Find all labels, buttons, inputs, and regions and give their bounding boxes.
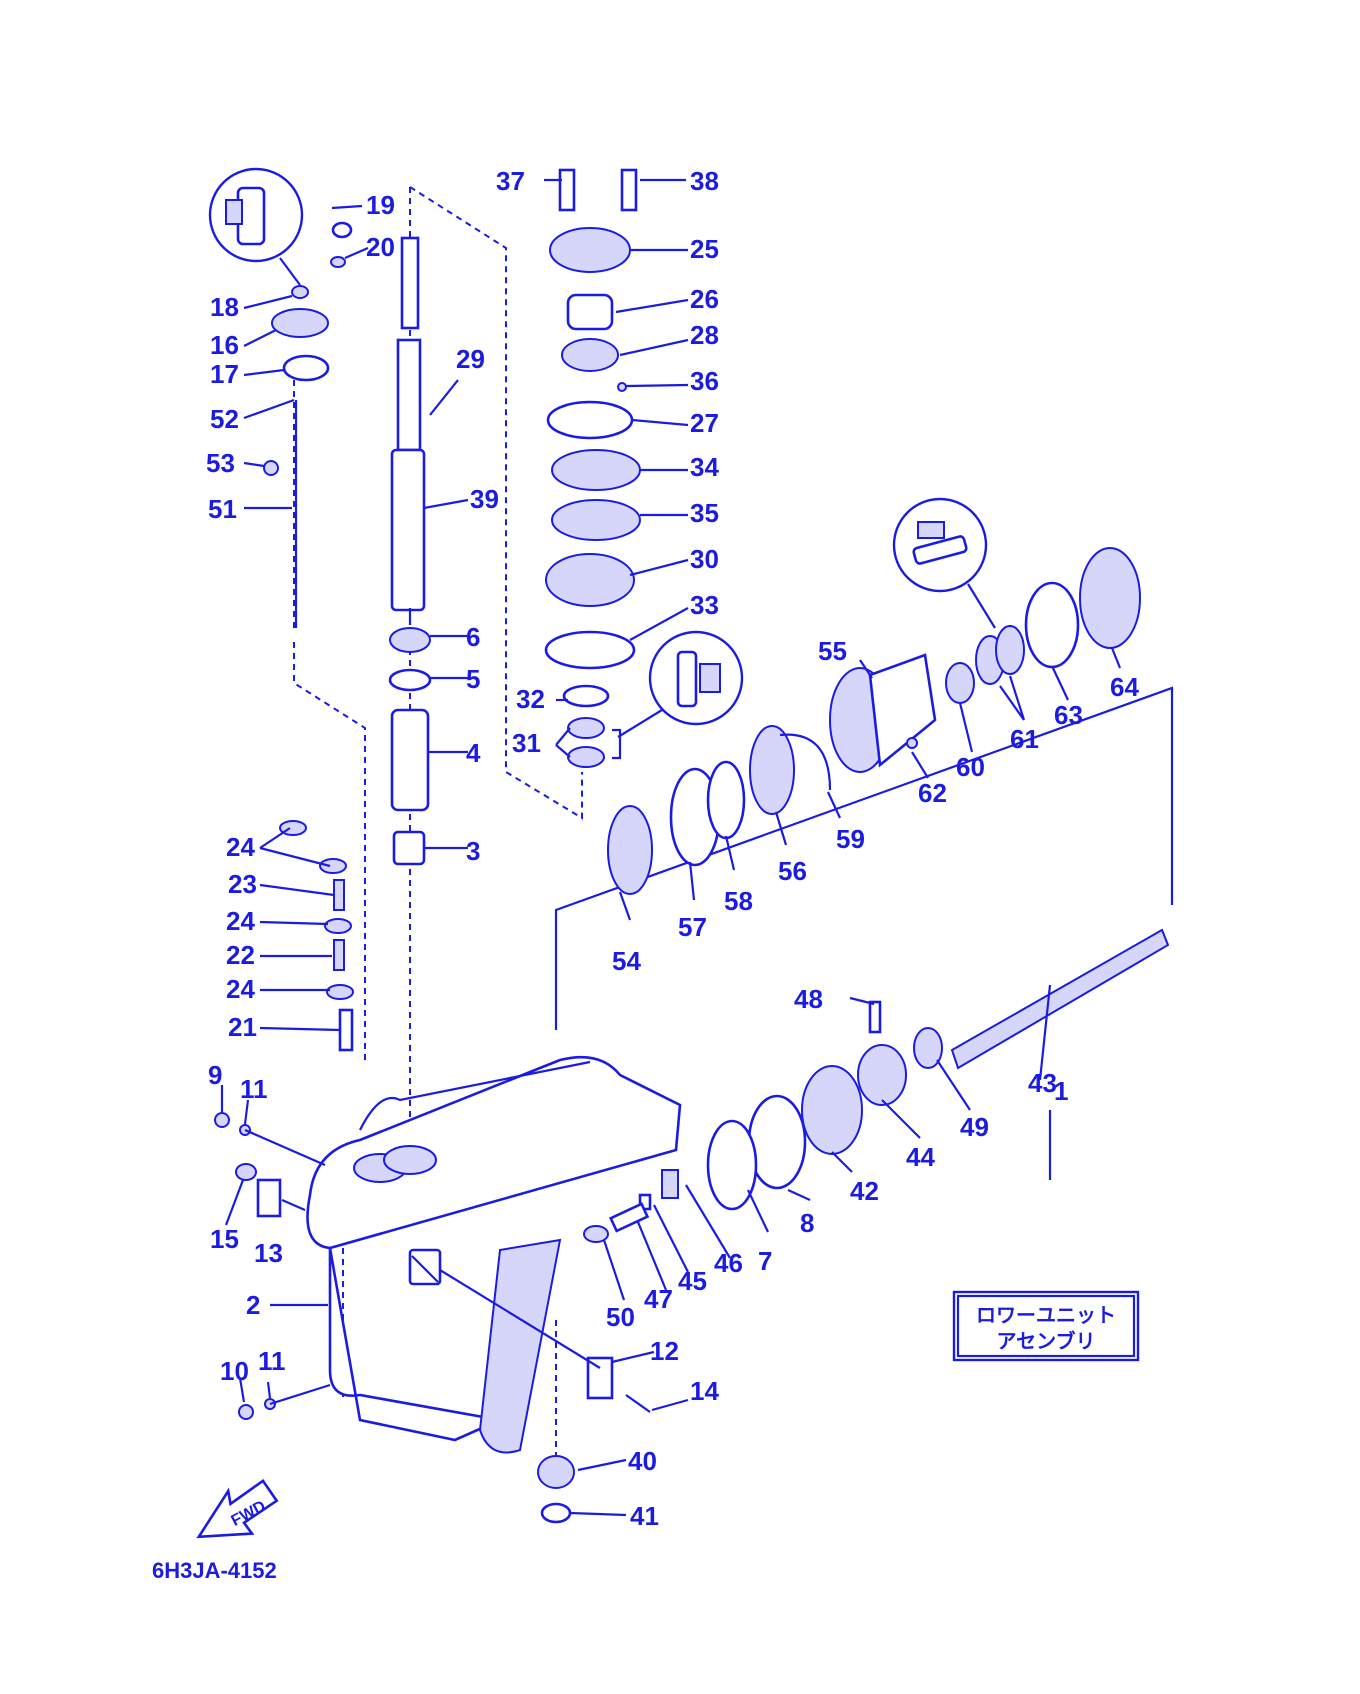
callout-64: 64: [1110, 672, 1139, 702]
grease-detail-circle-mid: [617, 630, 744, 738]
callout-43: 43: [1028, 1068, 1057, 1098]
callout-6: 6: [466, 622, 480, 652]
water-tube-parts: [279, 742, 354, 1052]
callout-42: 42: [850, 1176, 879, 1206]
callout-26: 26: [690, 284, 719, 314]
lower-fastener-parts: [214, 1112, 651, 1524]
callout-17: 17: [210, 359, 239, 389]
callout-32: 32: [516, 684, 545, 714]
callout-24-c: 24: [226, 974, 255, 1004]
propeller-shaft-parts: [583, 928, 1170, 1243]
callout-61: 61: [1010, 724, 1039, 754]
callout-36: 36: [690, 366, 719, 396]
gear-assembly-frame: [554, 686, 1174, 1030]
callout-30: 30: [690, 544, 719, 574]
callout-31: 31: [512, 728, 541, 758]
callout-44: 44: [906, 1142, 935, 1172]
callout-3: 3: [466, 836, 480, 866]
callout-labels: 1 2 3 4 5 6 7 8 9 10 11 11 12 13 14 15 1…: [206, 166, 1139, 1531]
callout-41: 41: [630, 1501, 659, 1531]
callout-19: 19: [366, 190, 395, 220]
callout-59: 59: [836, 824, 865, 854]
callout-38: 38: [690, 166, 719, 196]
callout-49: 49: [960, 1112, 989, 1142]
diagram-code: 6H3JA-4152: [152, 1558, 277, 1583]
callout-57: 57: [678, 912, 707, 942]
callout-33: 33: [690, 590, 719, 620]
callout-22: 22: [226, 940, 255, 970]
callout-51: 51: [208, 494, 237, 524]
callout-39: 39: [470, 484, 499, 514]
callout-60: 60: [956, 752, 985, 782]
callout-48: 48: [794, 984, 823, 1014]
callout-27: 27: [690, 408, 719, 438]
callout-14: 14: [690, 1376, 719, 1406]
callout-63: 63: [1054, 700, 1083, 730]
drive-shaft-39: [390, 236, 426, 625]
leader-lines: [220, 178, 1122, 1517]
callout-23: 23: [228, 869, 257, 899]
callout-1: 1: [1054, 1076, 1068, 1106]
callout-29: 29: [456, 344, 485, 374]
callout-11-lower: 11: [258, 1346, 286, 1376]
callout-40: 40: [628, 1446, 657, 1476]
callout-56: 56: [778, 856, 807, 886]
callout-62: 62: [918, 778, 947, 808]
callout-7: 7: [758, 1246, 772, 1276]
callout-47: 47: [644, 1284, 673, 1314]
fwd-arrow-icon: FWD: [196, 1479, 279, 1539]
grease-detail-circle-top-left: [208, 167, 304, 286]
callout-20: 20: [366, 232, 395, 262]
callout-25: 25: [690, 234, 719, 264]
callout-5: 5: [466, 664, 480, 694]
callout-8: 8: [800, 1208, 814, 1238]
callout-24-b: 24: [226, 906, 255, 936]
parts-column-left: [388, 627, 432, 866]
callout-35: 35: [690, 498, 719, 528]
callout-4: 4: [466, 738, 481, 768]
callout-37: 37: [496, 166, 525, 196]
lower-case-housing-2: [306, 1055, 682, 1454]
callout-58: 58: [724, 886, 753, 916]
callout-45: 45: [678, 1266, 707, 1296]
callout-15: 15: [210, 1224, 239, 1254]
assembly-name-line1: ロワーユニット: [976, 1303, 1116, 1327]
callout-13: 13: [254, 1238, 283, 1268]
assembly-name-box: ロワーユニット アセンブリ: [952, 1290, 1140, 1362]
callout-12: 12: [650, 1336, 679, 1366]
callout-53: 53: [206, 448, 235, 478]
callout-50: 50: [606, 1302, 635, 1332]
grease-detail-circle-right: [892, 497, 996, 629]
reverse-gear-parts: [607, 547, 1141, 895]
callout-55: 55: [818, 636, 847, 666]
water-pump-stack: [544, 168, 641, 768]
assembly-name-line2: アセンブリ: [997, 1329, 1096, 1353]
callout-9: 9: [208, 1060, 222, 1090]
callout-21: 21: [228, 1012, 257, 1042]
callout-28: 28: [690, 320, 719, 350]
callout-10: 10: [220, 1356, 249, 1386]
callout-46: 46: [714, 1248, 743, 1278]
callout-54: 54: [612, 946, 641, 976]
callout-18: 18: [210, 292, 239, 322]
callout-24-a: 24: [226, 832, 255, 862]
callout-16: 16: [210, 330, 239, 360]
callout-34: 34: [690, 452, 719, 482]
callout-52: 52: [210, 404, 239, 434]
callout-11-upper: 11: [240, 1074, 268, 1104]
shift-parts-left: [263, 221, 353, 628]
callout-2: 2: [246, 1290, 260, 1320]
